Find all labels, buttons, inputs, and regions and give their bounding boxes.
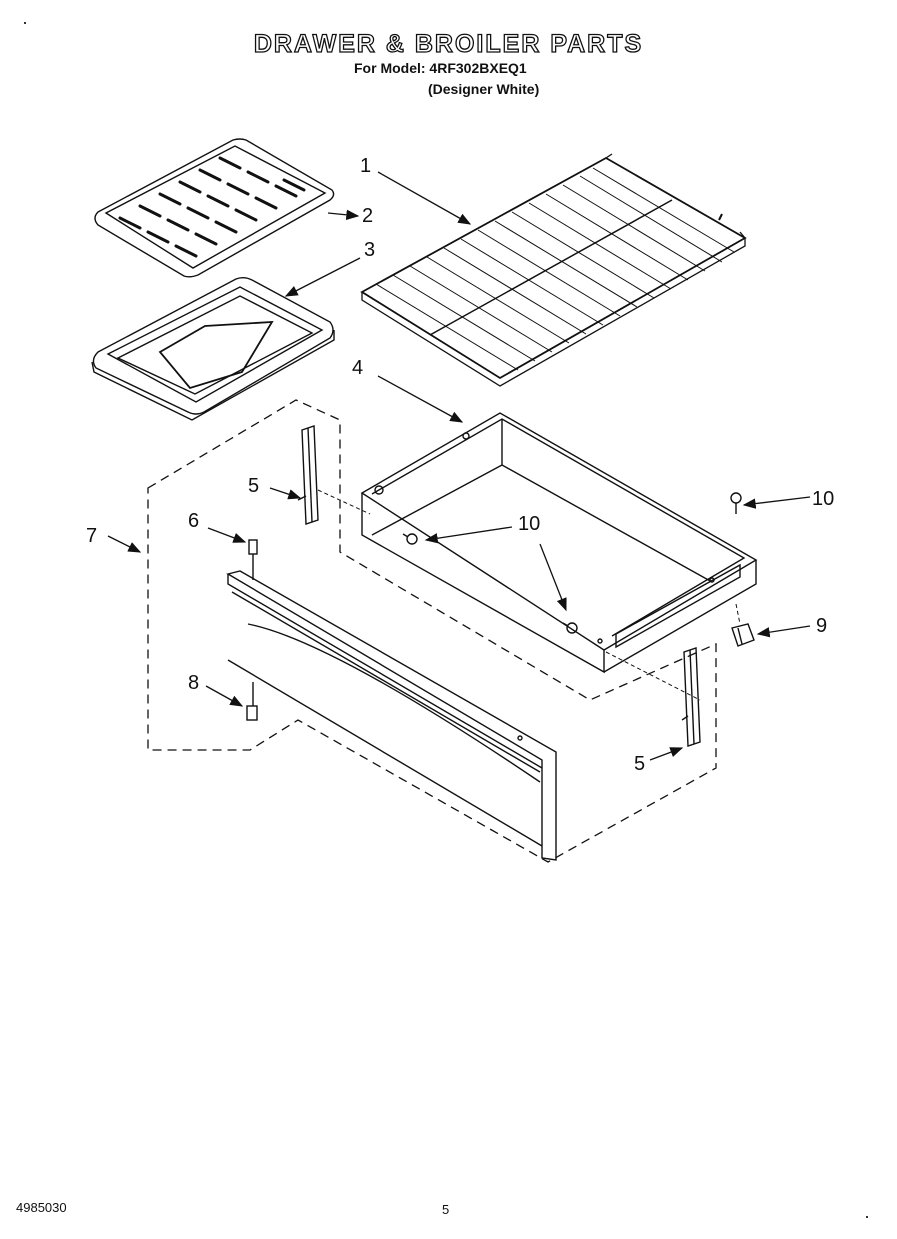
callout-labels: 1 2 3 4 5 6 7 8 9 10 10 5 bbox=[86, 155, 834, 775]
screw-6 bbox=[248, 539, 258, 580]
callout-5-right: 5 bbox=[634, 753, 645, 775]
broiler-grid bbox=[94, 138, 335, 278]
page-title: DRAWER & BROILER PARTS bbox=[253, 29, 644, 58]
subtitle: (Designer White) bbox=[428, 81, 540, 97]
callout-1: 1 bbox=[360, 155, 371, 177]
drawer-slide-left bbox=[297, 425, 319, 525]
model-line: For Model: 4RF302BXEQ1 bbox=[354, 60, 527, 76]
callout-7: 7 bbox=[86, 525, 97, 547]
drawer-body bbox=[360, 412, 758, 674]
callout-6: 6 bbox=[188, 510, 199, 532]
broiler-pan bbox=[91, 277, 335, 421]
drawer-front-panel bbox=[226, 570, 557, 861]
leader-lines bbox=[107, 171, 811, 761]
assembly-outline bbox=[147, 399, 717, 863]
nut-8 bbox=[246, 682, 258, 721]
screw-10-left bbox=[402, 533, 418, 545]
callout-10-left: 10 bbox=[518, 513, 540, 535]
callout-4: 4 bbox=[352, 357, 363, 379]
assembly-guides bbox=[317, 489, 741, 701]
callout-5-left: 5 bbox=[248, 475, 259, 497]
screw-10-right bbox=[730, 492, 742, 514]
callout-10-right: 10 bbox=[812, 488, 834, 510]
screw-10-lower bbox=[562, 622, 578, 634]
callout-8: 8 bbox=[188, 672, 199, 694]
scan-speck bbox=[24, 22, 26, 24]
oven-rack bbox=[360, 153, 747, 387]
page-number: 5 bbox=[442, 1202, 450, 1217]
stop-bracket-9 bbox=[731, 623, 755, 647]
callout-9: 9 bbox=[816, 615, 827, 637]
callout-3: 3 bbox=[364, 239, 375, 261]
drawer-slide-right bbox=[681, 647, 701, 747]
scan-speck bbox=[866, 1216, 868, 1218]
callout-2: 2 bbox=[362, 205, 373, 227]
document-number: 4985030 bbox=[16, 1200, 67, 1215]
